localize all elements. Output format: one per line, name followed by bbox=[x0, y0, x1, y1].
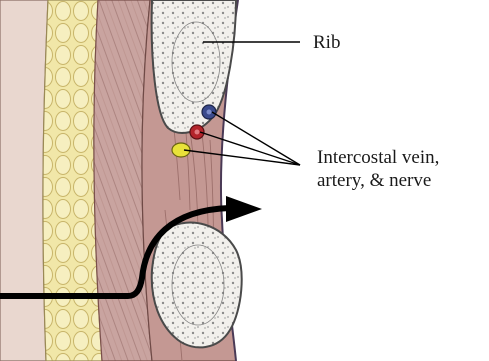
fat-layer bbox=[43, 0, 102, 361]
intercostal-label-line-1: Intercostal vein, bbox=[317, 146, 439, 169]
upper-rib-marrow bbox=[172, 22, 220, 102]
intercostal-label-line-2: artery, & nerve bbox=[317, 169, 439, 192]
lower-rib-marrow bbox=[172, 245, 224, 325]
skin-layer bbox=[0, 0, 48, 361]
rib-label: Rib bbox=[313, 31, 340, 54]
intercostal-bundle-label: Intercostal vein, artery, & nerve bbox=[317, 146, 439, 192]
